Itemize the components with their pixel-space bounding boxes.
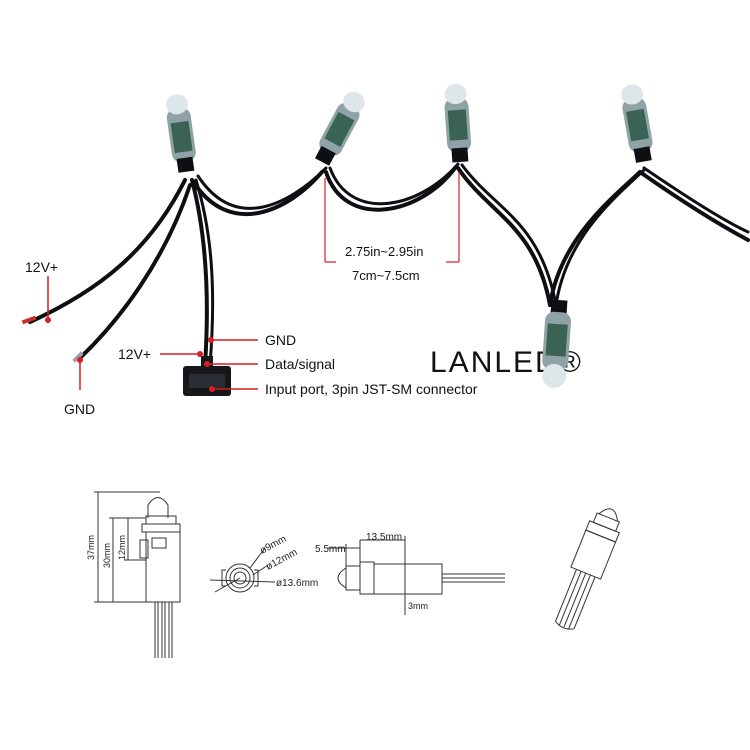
spacing-cm-label: 7cm~7.5cm — [352, 268, 420, 283]
spacing-inches-label: 2.75in~2.95in — [345, 244, 423, 259]
wire-2-3b — [328, 162, 460, 206]
led-node-3 — [444, 84, 472, 163]
left-ground-label: GND — [64, 401, 95, 417]
led-node-2 — [314, 91, 365, 166]
connector-input-label: Input port, 3pin JST-SM connector — [265, 381, 478, 397]
wires — [28, 162, 750, 367]
led-node-icon — [166, 84, 653, 388]
side-overall-height-label: 37mm — [86, 535, 96, 560]
wire-5-4a — [548, 170, 642, 307]
connector-ground-dot — [208, 337, 214, 343]
connector-ground-label: GND — [265, 332, 296, 348]
wire-5-4b — [554, 168, 646, 307]
horizontal-view-drawing — [328, 536, 505, 615]
connector-pointers — [160, 339, 258, 390]
led-3d-render-icon — [555, 508, 621, 630]
horizontal-wire-offset-label: 3mm — [408, 601, 428, 611]
connector-lead — [190, 178, 209, 367]
connector-power-label: 12V+ — [118, 346, 151, 362]
front-outer-diameter-label: ø13.6mm — [276, 578, 318, 589]
left-pointers — [47, 276, 81, 390]
horizontal-collar-length-label: 13.5mm — [366, 532, 402, 543]
left-ground-dot — [77, 357, 83, 363]
led-node-1 — [166, 94, 196, 173]
left-lead-tip-silver — [72, 351, 84, 363]
horizontal-lens-length-label: 5.5mm — [315, 544, 346, 555]
left-wire-black-lead — [78, 183, 192, 360]
wire-1-2b — [196, 166, 328, 210]
wire-1-2a — [190, 170, 324, 217]
side-upper-length-label: 12mm — [117, 535, 127, 560]
connector-power-dot — [197, 351, 203, 357]
wire-3-5b — [460, 163, 558, 307]
connector-signal-dot — [204, 361, 210, 367]
left-power-dot — [45, 317, 51, 323]
wire-3-5a — [456, 166, 552, 307]
side-body-height-label: 30mm — [102, 543, 112, 568]
technical-drawings: 37mm 30mm 12mm ø9mm ø12mm ø13.6mm — [86, 491, 621, 658]
spacing-bracket — [324, 172, 460, 263]
connector-input-dot — [209, 386, 215, 392]
left-wire-red-lead — [28, 178, 187, 324]
led-node-5 — [542, 299, 572, 388]
wire-2-3a — [324, 166, 457, 212]
wire-4-out-a — [638, 170, 750, 242]
left-lead-tip-red — [21, 315, 37, 325]
side-view-drawing — [94, 491, 181, 658]
front-view-drawing — [209, 547, 276, 593]
connector-signal-label: Data/signal — [265, 356, 335, 372]
left-power-label: 12V+ — [25, 259, 58, 275]
wire-4-out-b — [642, 166, 750, 234]
led-string-photo: LANLED® — [21, 84, 750, 417]
led-node-4 — [621, 84, 653, 163]
